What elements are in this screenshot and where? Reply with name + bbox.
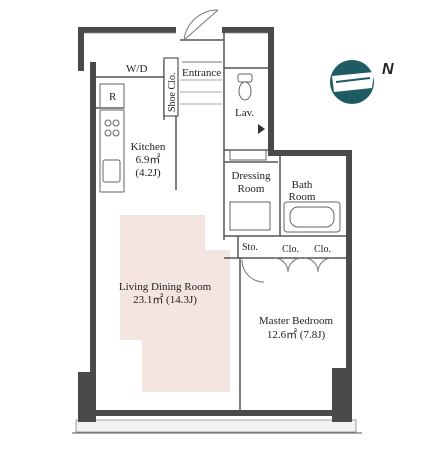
room-label-dressing-line2: Room: [238, 183, 265, 195]
room-label-dressing-line1: Dressing: [231, 170, 271, 182]
washer-space: [229, 201, 271, 231]
bathtub: [283, 201, 341, 233]
kitchen-counter: [99, 109, 125, 193]
room-label-living-dining: Living Dining Room: [119, 281, 212, 293]
room-label-closet-2: Clo.: [314, 244, 331, 255]
room-jo-kitchen: (4.2J): [135, 167, 161, 179]
vanity-counter: [229, 149, 267, 161]
fridge-space: [99, 83, 125, 109]
room-label-kitchen: Kitchen: [131, 141, 166, 153]
room-label-bath-line2: Room: [289, 191, 316, 203]
room-label-lavatory: Lav.: [235, 107, 254, 119]
room-area-kitchen: 6.9㎡: [136, 153, 161, 166]
balcony-floor: [75, 419, 357, 433]
exterior-walls: [78, 27, 352, 422]
closet-door-swings: [241, 257, 333, 283]
room-label-refrigerator: R: [109, 91, 117, 103]
room-label-shoe-closet: Shoe Clo.: [167, 73, 178, 112]
shoe-closet-box: [163, 57, 179, 117]
room-area-living-dining: 23.1㎡ (14.3J): [133, 293, 197, 306]
room-label-entrance: Entrance: [182, 67, 221, 79]
entrance-door: [182, 9, 222, 63]
living-floor-tint: [120, 215, 230, 392]
room-label-storage: Sto.: [242, 242, 258, 253]
compass-north-label: N: [382, 61, 394, 78]
room-label-master-bedroom: Master Bedroom: [259, 315, 334, 327]
lav-door-arrow: [258, 124, 265, 134]
room-label-closet-1: Clo.: [282, 244, 299, 255]
room-area-master-bedroom: 12.6㎡ (7.8J): [267, 328, 326, 341]
toilet-fixture: [237, 73, 253, 101]
room-label-bath-line1: Bath: [292, 179, 313, 191]
room-label-wd: W/D: [126, 63, 147, 75]
entrance-step-lines: [180, 79, 222, 105]
compass-icon: [330, 60, 374, 104]
